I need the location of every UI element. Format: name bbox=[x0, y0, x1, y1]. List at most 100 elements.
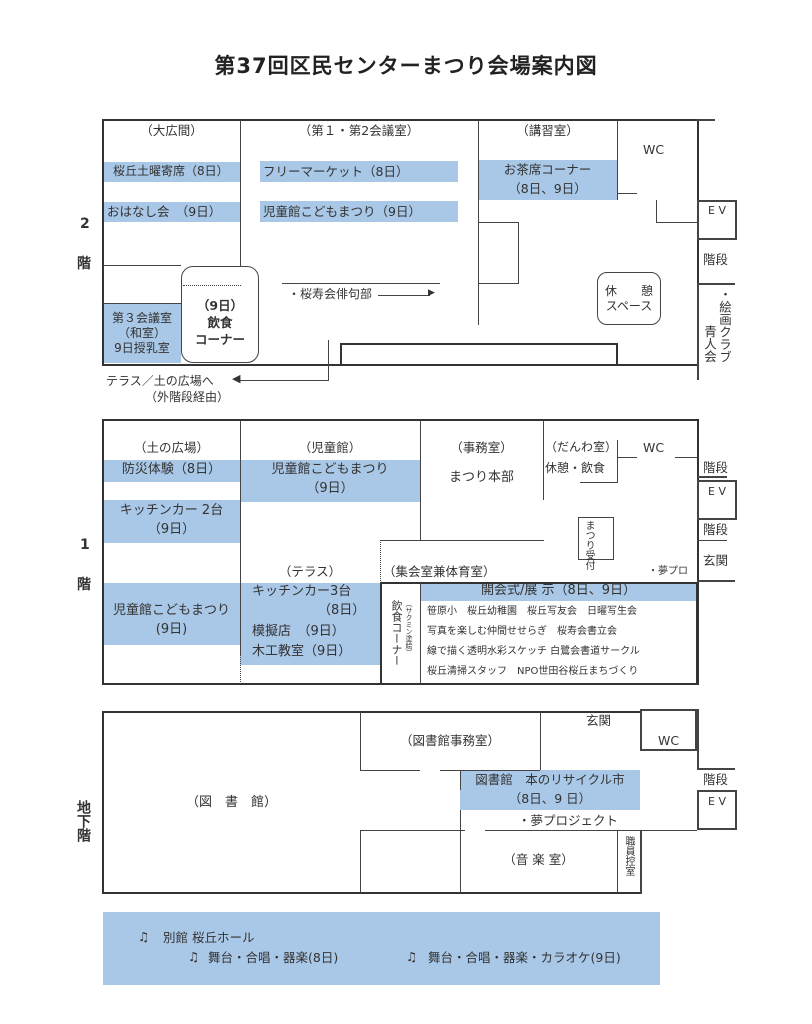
event-uketsuke: まつり受付 bbox=[583, 520, 594, 570]
exhibit-line: 線で描く透明水彩スケッチ 白鷺会書道サークル bbox=[427, 646, 640, 657]
exhibit-line: 桜丘清掃スタッフ NPO世田谷桜丘まちづくり bbox=[427, 666, 639, 677]
highlight bbox=[420, 583, 697, 601]
arrow-line bbox=[240, 380, 329, 381]
highlight bbox=[103, 162, 240, 182]
wall bbox=[697, 476, 727, 478]
arrow-left-icon: ◀ bbox=[232, 372, 241, 385]
room-tsuchi: （土の広場） bbox=[133, 440, 209, 455]
wall bbox=[617, 457, 637, 458]
stairs-label: 階段 bbox=[703, 522, 729, 537]
music-note-icon: ♫ bbox=[406, 949, 418, 964]
highlight bbox=[260, 201, 458, 222]
elevator-label: E V bbox=[708, 204, 726, 217]
stairs-label: 階段 bbox=[703, 772, 729, 787]
arrow-line bbox=[378, 295, 430, 296]
event-kaikai: 開会式/展 示（8日、9日） bbox=[480, 583, 637, 598]
wall bbox=[340, 343, 618, 365]
wall bbox=[360, 712, 361, 770]
event-kitchen3-day: （8日） bbox=[318, 603, 366, 618]
wc-box bbox=[640, 709, 697, 751]
room-shokuin: 職員控室 bbox=[623, 836, 634, 876]
wall bbox=[103, 265, 181, 266]
wall bbox=[240, 420, 241, 655]
event-recycle-day: （8日、9 日） bbox=[508, 791, 592, 806]
event-kodomo-center: 児童館こどもまつり bbox=[271, 462, 389, 477]
room-toshokan: （図 書 館） bbox=[185, 795, 277, 810]
wall bbox=[240, 120, 241, 266]
wall bbox=[697, 580, 735, 582]
terrace-arrow-label: テラス／土の広場へ bbox=[106, 374, 214, 388]
seinenkai-label: 青人会 bbox=[702, 325, 717, 363]
event-kitchen3: キッチンカー3台 bbox=[252, 584, 352, 599]
event-inshoku: 飲食コーナー bbox=[390, 600, 403, 666]
event-yose: 桜丘土曜寄席（8日） bbox=[113, 164, 229, 178]
highlight bbox=[103, 202, 240, 222]
highlight bbox=[103, 500, 240, 543]
room-toshojimu: （図書館事務室） bbox=[399, 733, 500, 748]
wall bbox=[282, 283, 440, 284]
dotted-line bbox=[183, 285, 241, 286]
event-kodomo-matsuri: 児童館こどもまつり（9日） bbox=[263, 204, 421, 219]
wall bbox=[697, 768, 735, 770]
event-honbu: まつり本部 bbox=[448, 470, 514, 485]
wall bbox=[360, 830, 361, 893]
wall bbox=[485, 830, 697, 831]
highlight bbox=[478, 160, 617, 200]
wall bbox=[697, 283, 735, 285]
wall bbox=[697, 283, 699, 380]
stairs-label: 階段 bbox=[703, 252, 729, 267]
event-flea-market: フリーマーケット（8日） bbox=[263, 164, 409, 179]
wall bbox=[617, 120, 618, 200]
music-notes-icon: ♫ bbox=[138, 929, 150, 944]
wall bbox=[656, 222, 697, 223]
highlight bbox=[260, 161, 458, 182]
event-bosai: 防災体験（8日） bbox=[121, 462, 222, 477]
wall bbox=[640, 830, 642, 894]
haiku-label: ・桜寿会俳句部 bbox=[288, 287, 373, 301]
arrow-right-icon: ▶ bbox=[428, 288, 435, 298]
event-mogi: 模擬店 （9日） bbox=[252, 624, 345, 639]
wall bbox=[478, 222, 519, 284]
floor2-label-num: 2 bbox=[80, 216, 90, 232]
event-mokko: 木工教室（9日） bbox=[252, 644, 352, 659]
wall bbox=[697, 709, 699, 769]
event-yume: ・夢プロジェクト bbox=[518, 813, 619, 828]
event-kitchen2: キッチンカー 2台 bbox=[119, 503, 224, 518]
wall bbox=[656, 200, 657, 222]
entrance-label: 玄関 bbox=[703, 553, 729, 568]
wall bbox=[617, 440, 618, 483]
annex-day8: 舞台・合唱・器楽(8日) bbox=[208, 950, 339, 965]
room-ongaku: （音 楽 室） bbox=[503, 852, 574, 867]
room-shukai: （集会室兼体育室） bbox=[383, 564, 496, 579]
highlight bbox=[460, 770, 640, 810]
floor2-label-kai: 階 bbox=[77, 256, 91, 272]
room-terrace: （テラス） bbox=[278, 564, 342, 579]
arrow-line bbox=[328, 340, 329, 380]
event-kitchen2-day: （9日） bbox=[147, 522, 196, 537]
room-wc: WC bbox=[643, 440, 665, 455]
hall-box bbox=[380, 582, 698, 685]
wall bbox=[675, 457, 697, 458]
highlight bbox=[103, 303, 181, 363]
wall bbox=[543, 420, 544, 500]
highlight bbox=[103, 583, 240, 645]
wall bbox=[697, 119, 715, 121]
room-kaigi3: 第３会議室 （和室） 9日授乳室 bbox=[111, 311, 172, 355]
highlight bbox=[240, 583, 380, 665]
wall bbox=[580, 482, 617, 483]
dotted-line bbox=[240, 655, 241, 684]
dining-corner-box bbox=[181, 266, 259, 363]
annex-title: 別館 桜丘ホール bbox=[163, 930, 255, 945]
reception-box bbox=[578, 517, 614, 560]
elevator-label: E V bbox=[708, 485, 726, 498]
dotted-line bbox=[380, 540, 381, 583]
painting-club-label: ・絵画クラブ bbox=[717, 288, 732, 363]
event-kodomo-center-day: （9日） bbox=[306, 481, 354, 496]
wall bbox=[460, 770, 461, 790]
stairs-label: 階段 bbox=[703, 460, 729, 475]
annex-panel: ♫ 別館 桜丘ホール ♫ 舞台・合唱・器楽(8日) ♫ 舞台・合唱・器楽・カラオ… bbox=[103, 912, 660, 985]
event-tea-days: （8日、9日） bbox=[508, 181, 587, 196]
wall bbox=[103, 303, 181, 304]
elevator-box bbox=[697, 200, 737, 240]
room-jidokan: （児童館） bbox=[298, 440, 362, 455]
